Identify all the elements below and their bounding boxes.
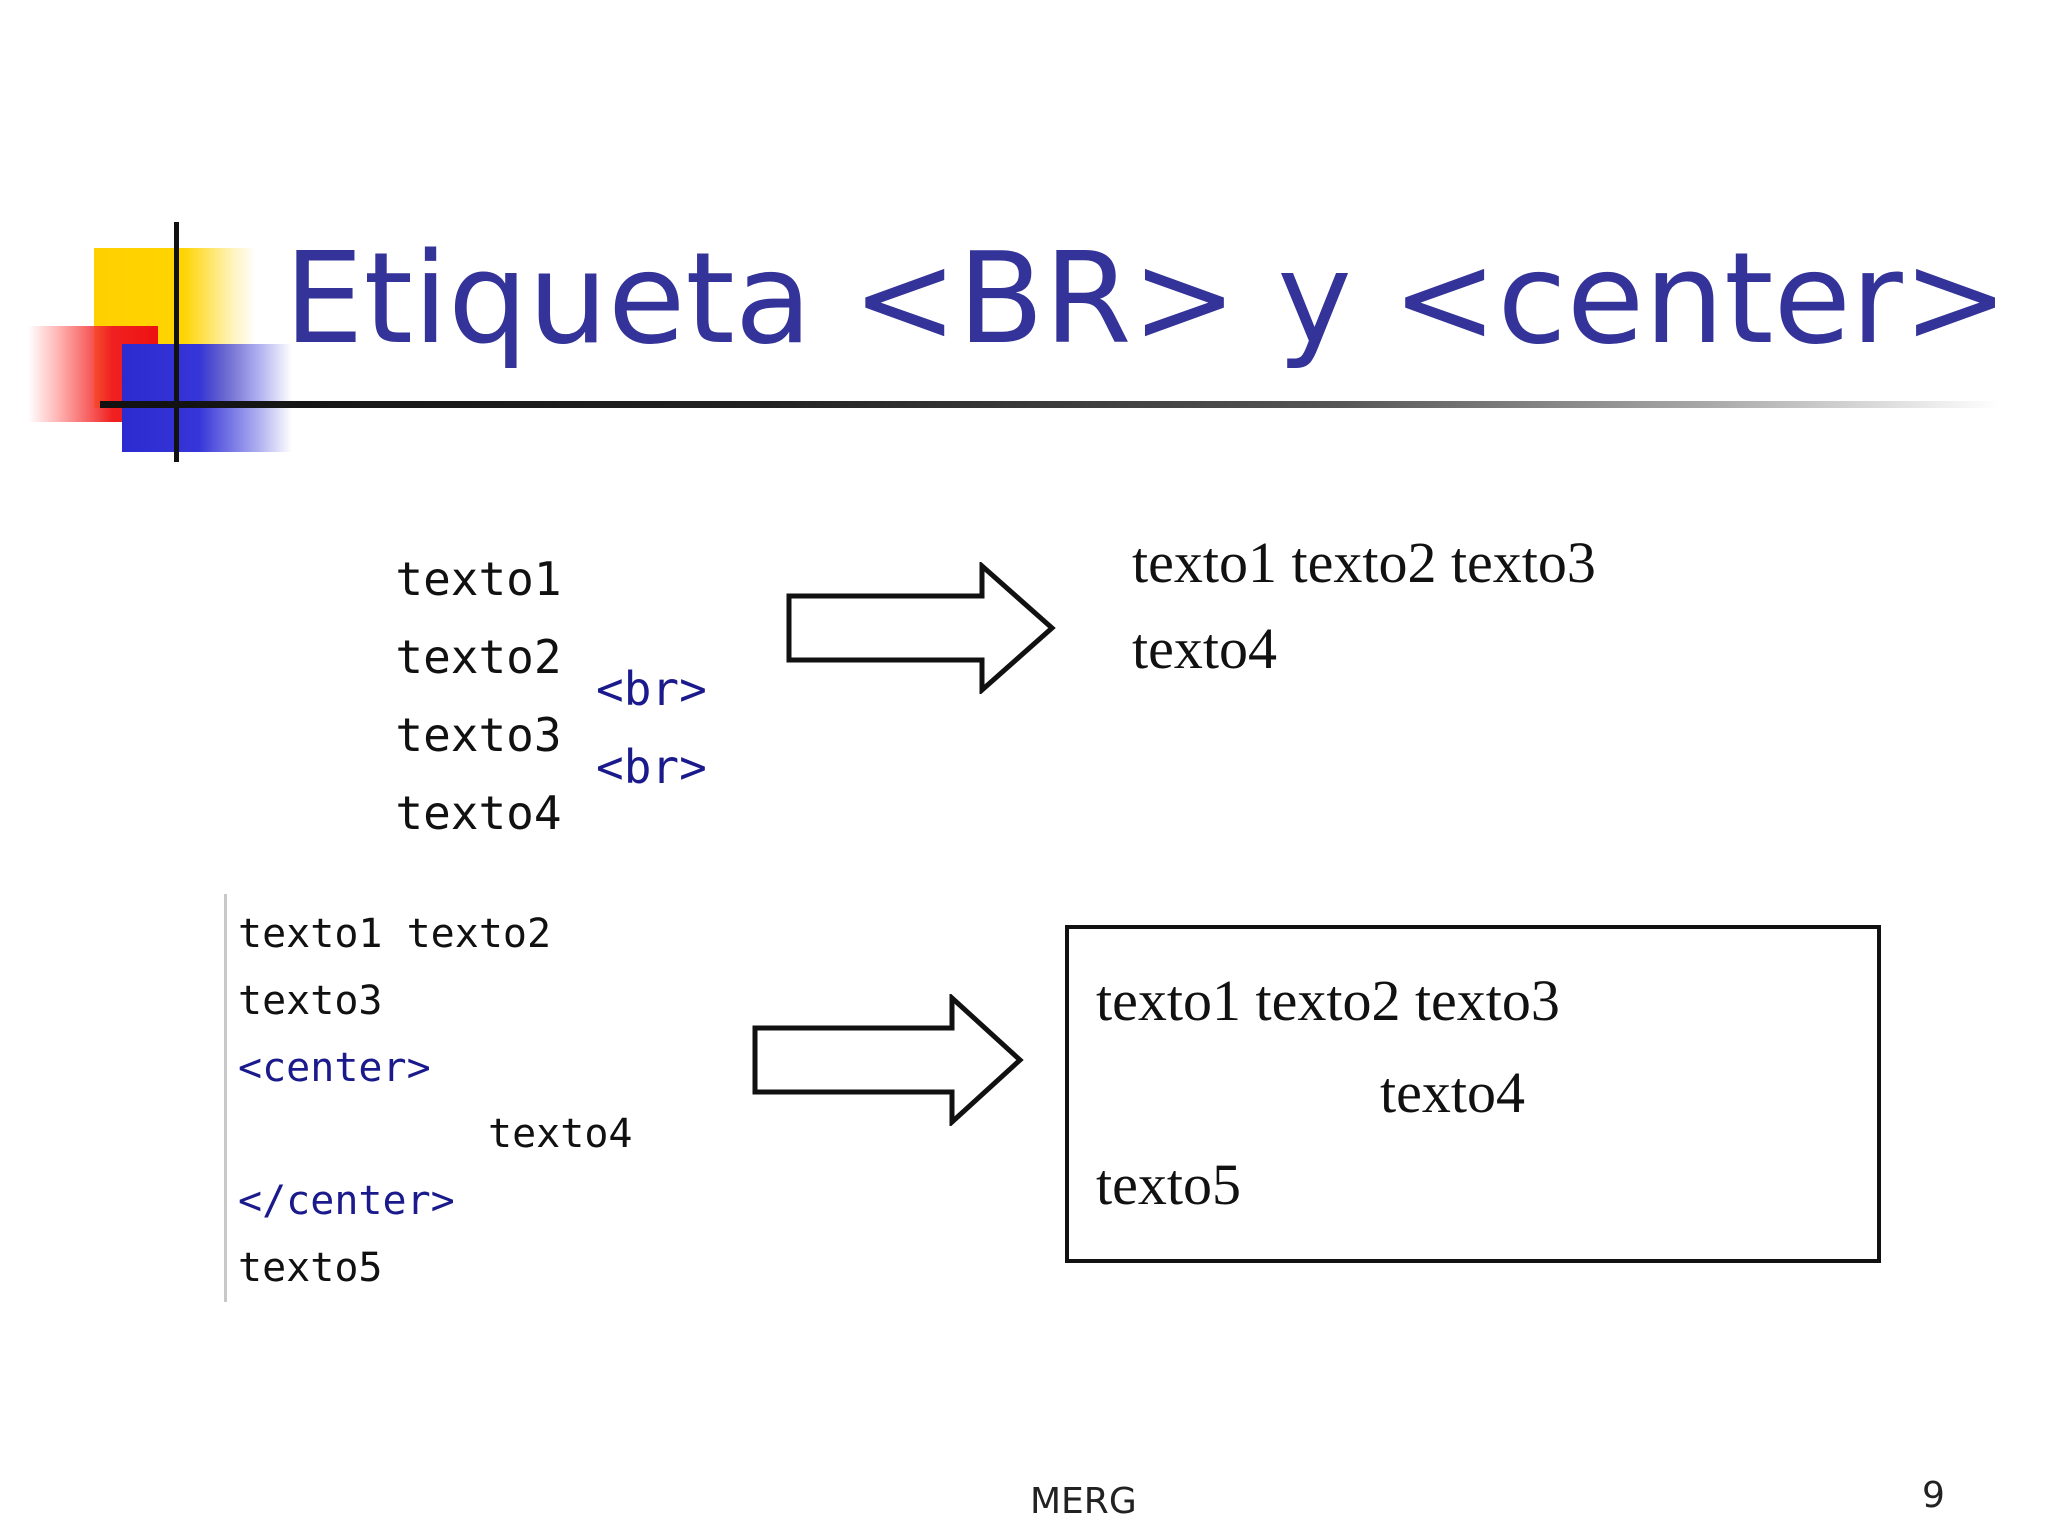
arrow-right-icon	[752, 994, 1024, 1126]
arrow-right-icon	[786, 562, 1056, 694]
output2-line-1: texto1 texto2 texto3	[1096, 968, 1560, 1033]
code1-line-1: texto1	[340, 510, 561, 602]
code1-text: texto1	[395, 552, 562, 606]
code2-line-4: texto4	[488, 1111, 633, 1157]
output1-line-2: texto4	[1132, 616, 1277, 681]
code2-left-border	[224, 894, 227, 1302]
logo-blue-square	[122, 344, 292, 452]
output2-line-3: texto5	[1096, 1152, 1241, 1217]
page-number: 9	[1922, 1475, 1945, 1516]
code1-br-tag: <br>	[596, 740, 707, 794]
title-underline	[100, 401, 2000, 408]
output2-line-2-centered: texto4	[1380, 1060, 1525, 1125]
code1-br-tag: <br>	[596, 662, 707, 716]
code2-line-2: texto3	[238, 978, 383, 1024]
code1-line-3: texto3	[340, 666, 561, 758]
slide-title: Etiqueta <BR> y <center>	[284, 225, 2009, 372]
code1-text: texto4	[395, 786, 562, 840]
code1-text: texto3	[395, 708, 562, 762]
code1-line-4: texto4	[340, 744, 561, 836]
code1-line-2: texto2	[340, 588, 561, 680]
code2-center-close-tag: </center>	[238, 1178, 455, 1224]
code2-line-6: texto5	[238, 1245, 383, 1291]
code2-center-open-tag: <center>	[238, 1045, 431, 1091]
logo-vertical-line	[174, 222, 179, 462]
output2-box	[1065, 925, 1881, 1263]
footer-text: MERG	[1030, 1481, 1137, 1522]
code1-text: texto2	[395, 630, 562, 684]
output1-line-1: texto1 texto2 texto3	[1132, 530, 1596, 595]
code2-line-1: texto1 texto2	[238, 911, 552, 957]
